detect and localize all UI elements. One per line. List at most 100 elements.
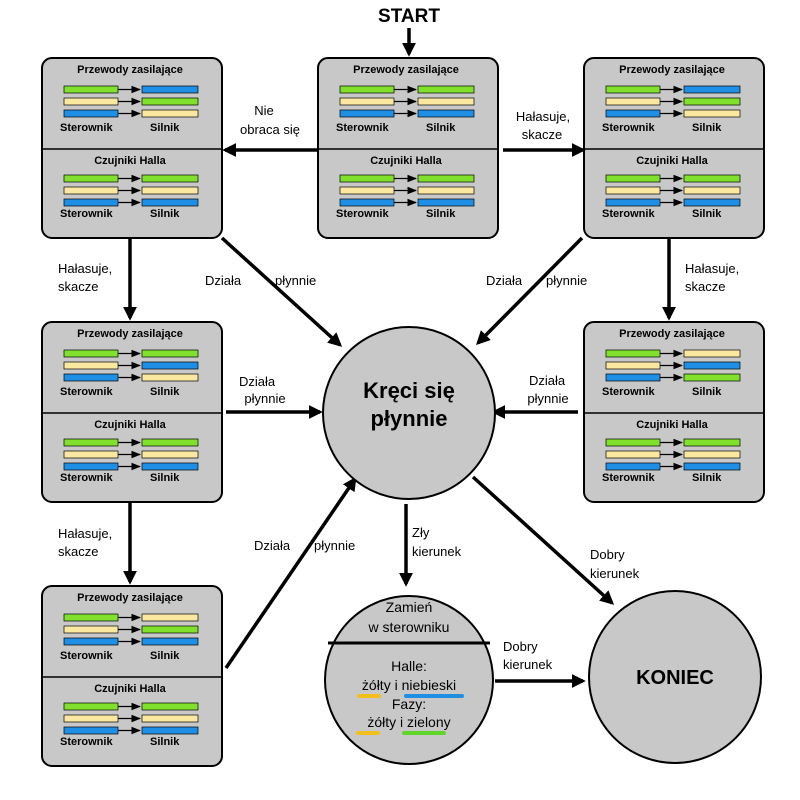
wire-left-blue — [605, 462, 661, 471]
wire-right-yellow — [683, 186, 741, 195]
label-line: Hałasuje, — [516, 109, 570, 124]
power-wires-title: Przewody zasilające — [353, 64, 459, 76]
label-line: Działa — [486, 273, 523, 288]
node-swap-in-controller: Zamień w sterowniku Halle: żółty i niebi… — [324, 595, 494, 765]
wire-right-green — [683, 373, 741, 382]
motor-label: Silnik — [150, 472, 180, 484]
node-circle — [588, 590, 762, 764]
wire-right-green — [141, 438, 199, 447]
label-line: kierunek — [590, 566, 640, 581]
controller-label: Sterownik — [602, 208, 655, 220]
power-wires-title: Przewody zasilające — [619, 328, 725, 340]
power-wire-rows — [63, 613, 199, 646]
power-wire-rows — [605, 85, 741, 118]
label-line: płynnie — [527, 391, 568, 406]
motor-label: Silnik — [692, 122, 722, 134]
wire-right-green — [141, 349, 199, 358]
motor-label: Silnik — [150, 650, 180, 662]
label-noisy-right: Hałasuje, skacze — [685, 261, 739, 294]
label-line: Dobry — [590, 547, 625, 562]
controller-label: Sterownik — [602, 122, 655, 134]
hall-wire-rows — [605, 438, 741, 471]
wire-right-blue — [141, 198, 199, 207]
label-line: skacze — [58, 279, 98, 294]
wire-right-green — [141, 702, 199, 711]
wire-right-yellow — [683, 450, 741, 459]
wire-left-green — [63, 702, 119, 711]
hall-wire-rows — [63, 438, 199, 471]
label-line: płynnie — [244, 391, 285, 406]
wire-right-yellow — [141, 109, 199, 118]
wire-right-yellow — [683, 349, 741, 358]
arrow-good-direction-1 — [471, 475, 615, 605]
hall-sensors-title: Czujniki Halla — [636, 419, 708, 431]
label-line: Hałasuje, — [58, 526, 112, 541]
hall-sensors-title: Czujniki Halla — [94, 419, 166, 431]
wire-left-green — [605, 349, 661, 358]
controller-label: Sterownik — [60, 122, 113, 134]
power-wires-title: Przewody zasilające — [77, 592, 183, 604]
label-noisy-left-2: Hałasuje, skacze — [58, 526, 112, 559]
color-word: żółty — [362, 677, 391, 693]
wire-right-blue — [417, 198, 475, 207]
controller-label: Sterownik — [602, 472, 655, 484]
label-wrong-direction: Zły kierunek — [412, 525, 462, 559]
wire-left-green — [63, 613, 119, 622]
wire-left-green — [63, 438, 119, 447]
controller-label: Sterownik — [60, 650, 113, 662]
wire-right-blue — [683, 198, 741, 207]
wire-right-blue — [141, 361, 199, 370]
wire-left-blue — [63, 462, 119, 471]
node-end: KONIEC — [588, 590, 762, 764]
wire-right-green — [417, 85, 475, 94]
wire-left-yellow — [63, 450, 119, 459]
wire-right-blue — [141, 637, 199, 646]
wire-left-yellow — [339, 97, 395, 106]
wire-left-blue — [339, 198, 395, 207]
motor-label: Silnik — [426, 122, 456, 134]
start-label: START — [378, 6, 440, 27]
yellow-underline — [356, 731, 380, 735]
label-smooth-a: Działa płynnie — [205, 273, 316, 288]
wire-left-blue — [63, 198, 119, 207]
wire-left-yellow — [63, 625, 119, 634]
wire-right-blue — [141, 726, 199, 735]
label-smooth-e: Działa płynnie — [254, 538, 355, 553]
label-line: skacze — [522, 127, 562, 142]
arrow-smooth-b — [476, 236, 584, 345]
wire-left-blue — [605, 109, 661, 118]
wire-right-green — [141, 625, 199, 634]
wire-left-green — [605, 438, 661, 447]
wire-right-blue — [683, 462, 741, 471]
label-line: płynnie — [275, 273, 316, 288]
yellow-underline — [357, 694, 381, 698]
hall-sensors-title: Czujniki Halla — [94, 683, 166, 695]
wire-right-yellow — [417, 186, 475, 195]
wire-right-blue — [141, 85, 199, 94]
label-line: kierunek — [503, 657, 553, 672]
wire-left-yellow — [605, 97, 661, 106]
wire-left-blue — [605, 373, 661, 382]
wire-left-green — [339, 174, 395, 183]
wire-left-blue — [339, 109, 395, 118]
label-smooth-d: Działa płynnie — [527, 373, 568, 406]
wire-left-green — [605, 85, 661, 94]
label-line: płynnie — [546, 273, 587, 288]
label-line: Działa — [254, 538, 291, 553]
wire-left-yellow — [63, 97, 119, 106]
wire-right-green — [683, 438, 741, 447]
halls-swap: żółty i niebieski — [362, 677, 456, 693]
halls-label: Halle: — [391, 658, 427, 674]
node-label: KONIEC — [636, 667, 714, 689]
arrow-smooth-e — [224, 476, 357, 669]
label-line: Hałasuje, — [685, 261, 739, 276]
wire-left-green — [63, 174, 119, 183]
wire-right-green — [417, 174, 475, 183]
hall-wire-rows — [63, 702, 199, 735]
